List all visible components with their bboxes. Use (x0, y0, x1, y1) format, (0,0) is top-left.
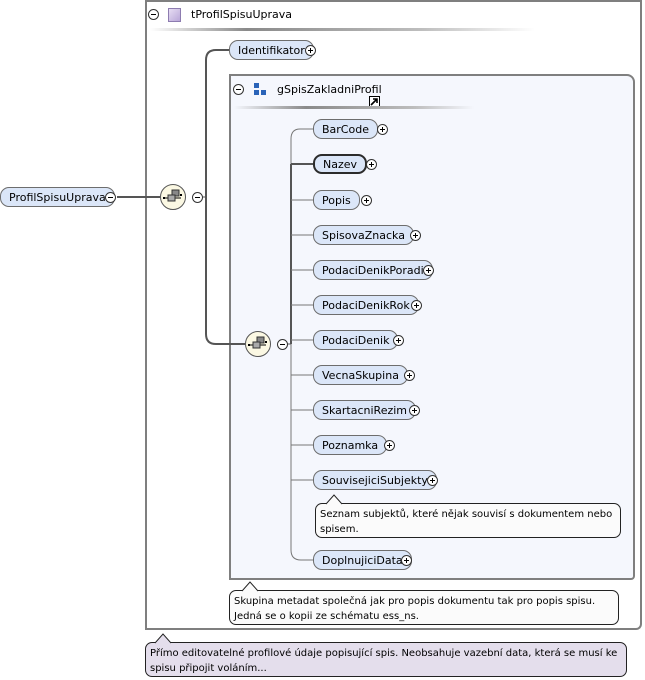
sequence-compositor-icon[interactable] (160, 184, 186, 210)
element-podacidenikrok[interactable]: PodaciDenikRok (313, 295, 419, 315)
group-sequence-compositor-icon[interactable] (245, 331, 271, 357)
poznamka-expand-button[interactable] (384, 440, 395, 451)
outer-sequence-collapse-button[interactable] (192, 192, 203, 203)
element-doplnujicidata[interactable]: DoplnujiciData (313, 550, 412, 570)
group-annotation-text: Skupina metadat společná jak pro popis d… (234, 596, 596, 622)
element-nazev[interactable]: Nazev (313, 154, 368, 174)
barcode-expand-button[interactable] (377, 124, 388, 135)
podacidenikrok-expand-button[interactable] (411, 300, 422, 311)
complex-type-annotation: Přímo editovatelné profilové údaje popis… (145, 642, 627, 677)
podacidenikporadi-expand-button[interactable] (423, 265, 434, 276)
group-annotation: Skupina metadat společná jak pro popis d… (229, 590, 619, 625)
element-barcode[interactable]: BarCode (313, 119, 378, 139)
podacidenik-expand-button[interactable] (393, 335, 404, 346)
element-spisovaznacka[interactable]: SpisovaZnacka (313, 225, 414, 245)
complex-type-annotation-pointer (155, 633, 171, 644)
group-annotation-pointer (242, 581, 258, 592)
group-sequence-collapse-button[interactable] (277, 339, 288, 350)
element-skartacnirezim[interactable]: SkartacniRezim (313, 400, 417, 420)
group-collapse-button[interactable] (233, 84, 244, 95)
group-header-divider (234, 106, 474, 109)
complex-type-icon (168, 8, 181, 22)
doplnujicidata-expand-button[interactable] (401, 555, 412, 566)
complex-type-annotation-text: Přímo editovatelné profilové údaje popis… (150, 648, 618, 674)
element-vecnaskupina[interactable]: VecnaSkupina (313, 365, 408, 385)
complex-type-header-divider (150, 28, 535, 31)
element-podacidenik[interactable]: PodaciDenik (313, 330, 399, 350)
souvisejicisubjekty-annotation-text: Seznam subjektů, které nějak souvisí s d… (320, 509, 613, 535)
annotation-pointer (326, 494, 342, 505)
complex-type-collapse-button[interactable] (148, 9, 159, 20)
root-element[interactable]: ProfilSpisuUprava (0, 187, 115, 207)
complex-type-name: tProfilSpisuUprava (191, 8, 293, 21)
souvisejicisubjekty-annotation: Seznam subjektů, které nějak souvisí s d… (315, 503, 621, 538)
complex-type-box-top-border (145, 0, 642, 2)
element-popis[interactable]: Popis (313, 190, 360, 210)
nazev-expand-button[interactable] (366, 159, 377, 170)
group-icon (254, 83, 266, 95)
skartacnirezim-expand-button[interactable] (409, 405, 420, 416)
identifikator-expand-button[interactable] (305, 45, 316, 56)
root-element-collapse-button[interactable] (105, 192, 116, 203)
vecnaskupina-expand-button[interactable] (404, 370, 415, 381)
souvisejicisubjekty-expand-button[interactable] (427, 475, 438, 486)
popis-expand-button[interactable] (361, 195, 372, 206)
group-name: gSpisZakladniProfil (277, 83, 382, 96)
spisovaznacka-expand-button[interactable] (410, 230, 421, 241)
element-identifikator[interactable]: Identifikator (229, 40, 314, 60)
element-souvisejicisubjekty[interactable]: SouvisejiciSubjekty (313, 470, 437, 490)
element-poznamka[interactable]: Poznamka (313, 435, 388, 455)
element-podacidenikporadi[interactable]: PodaciDenikPoradi (313, 260, 433, 280)
